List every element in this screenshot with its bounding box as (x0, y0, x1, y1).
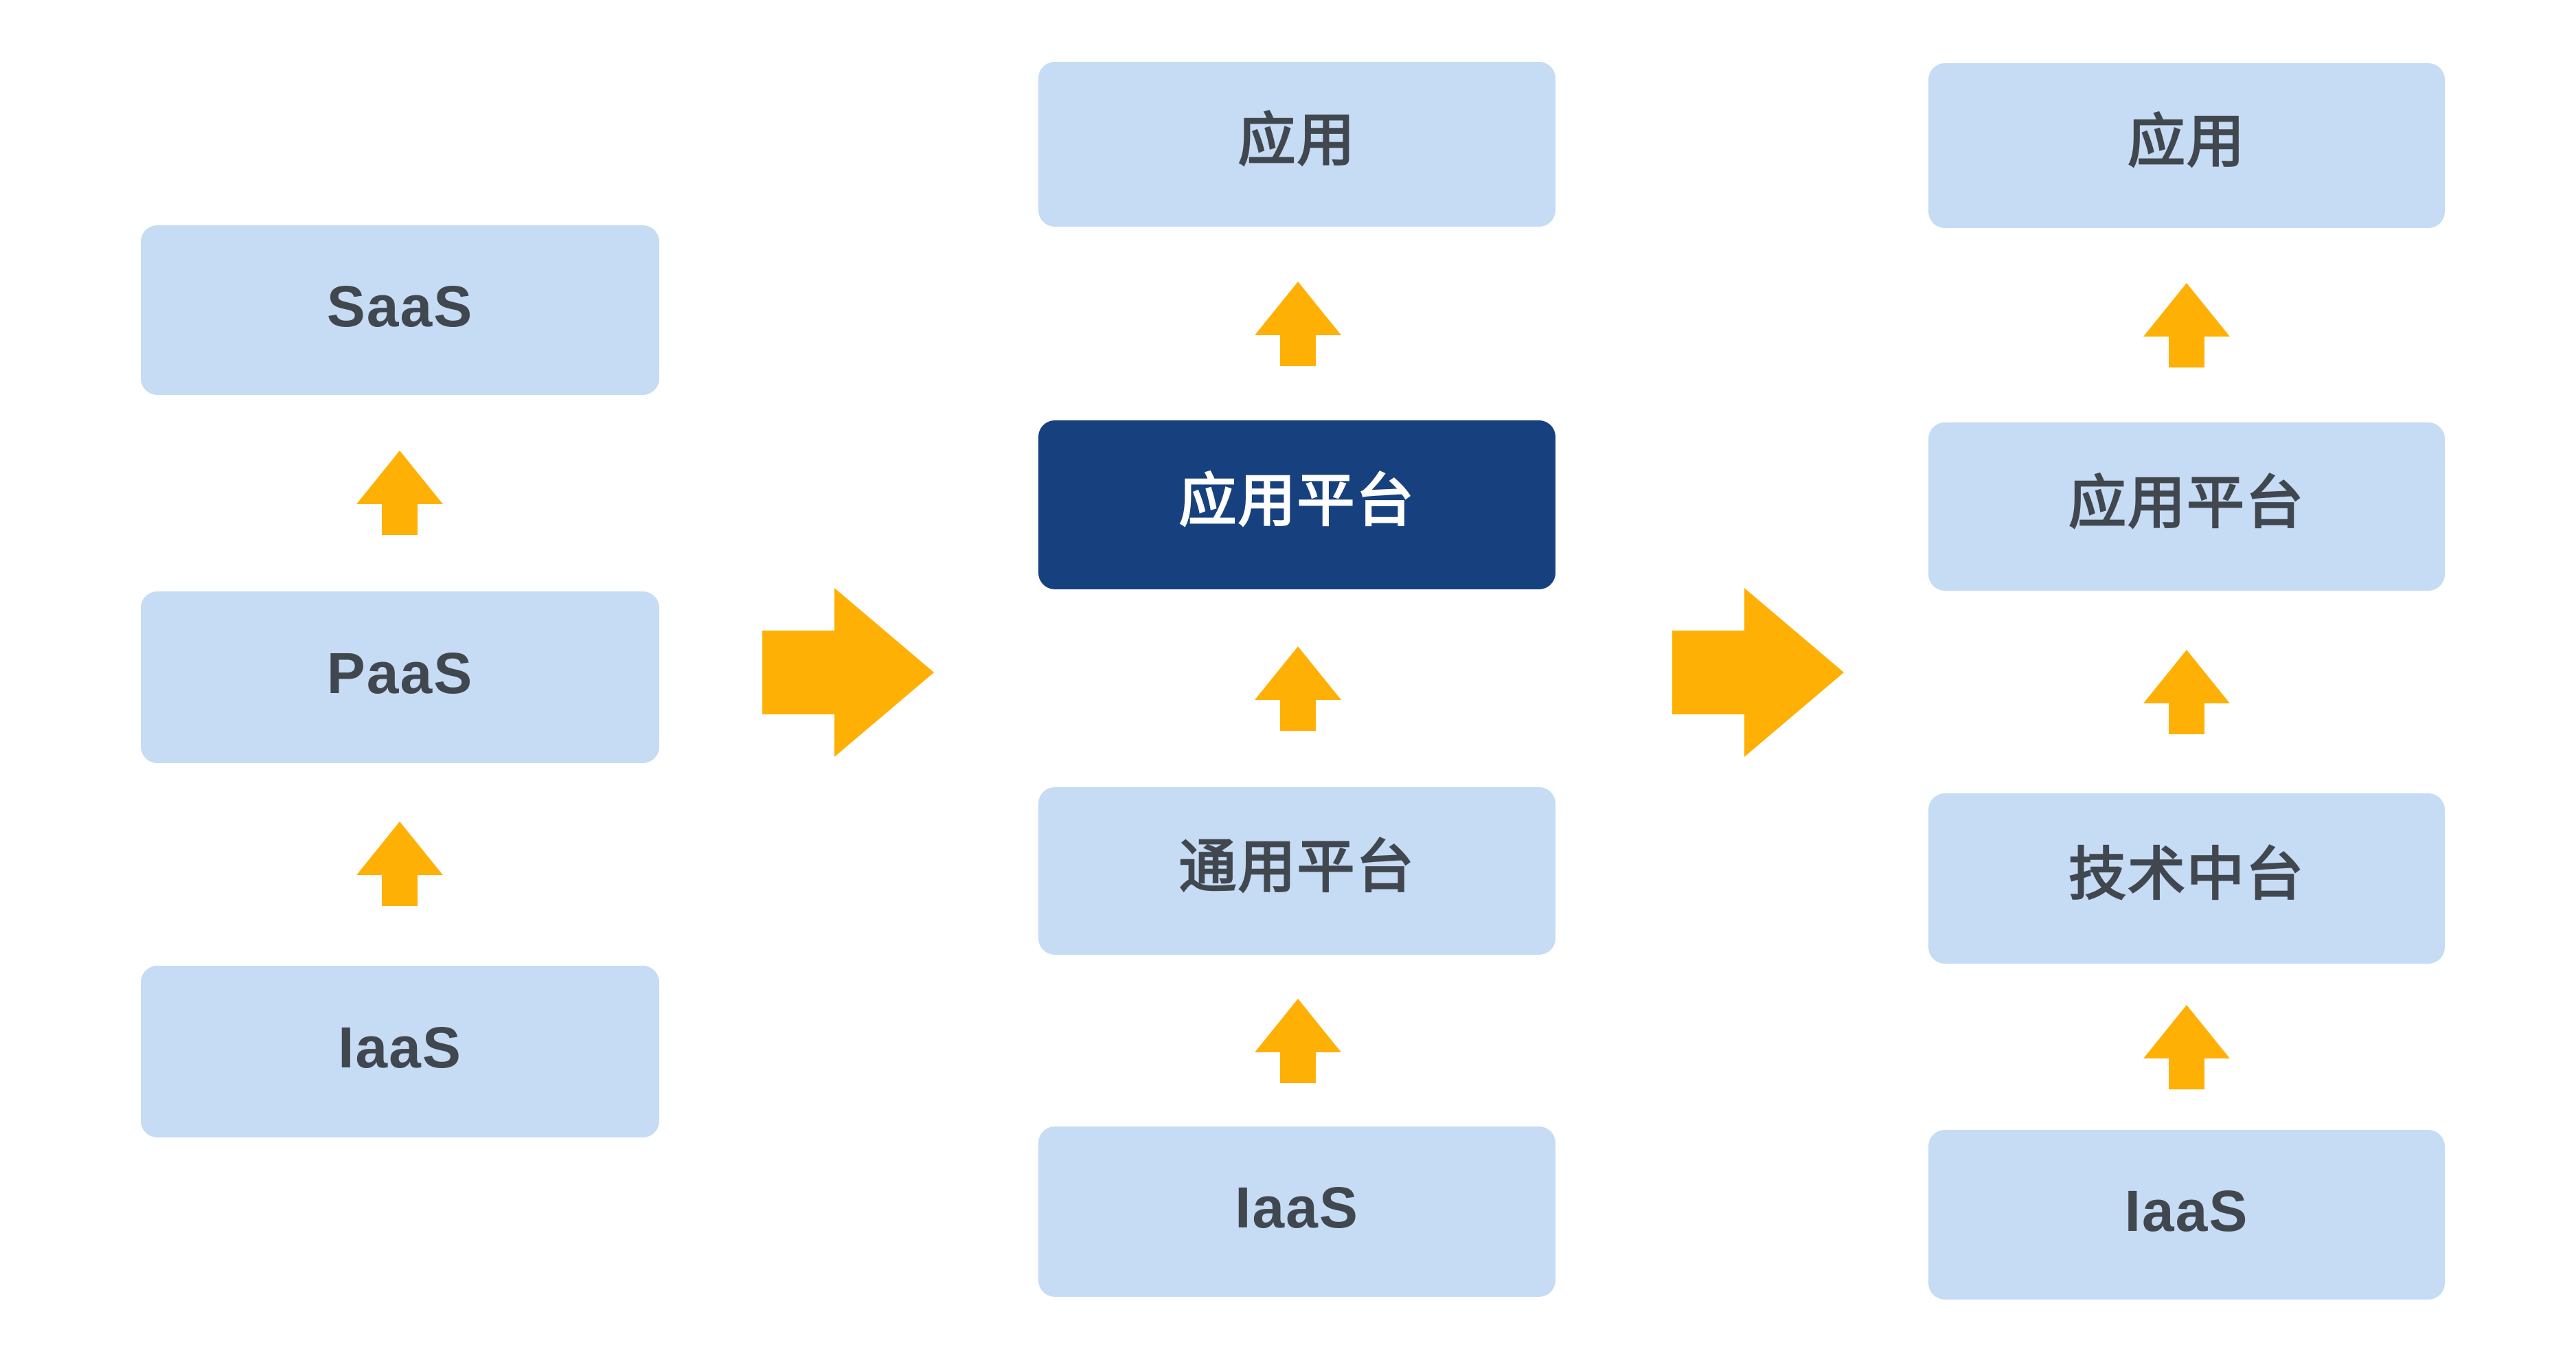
up-arrow-head (356, 821, 443, 875)
box-iaas-left-label: IaaS (338, 1015, 462, 1080)
up-arrow-head (1255, 646, 1341, 700)
up-arrow-head (2143, 650, 2230, 703)
box-application-right: 应用 (1928, 63, 2445, 228)
box-paas-label: PaaS (326, 641, 474, 705)
box-application-mid: 应用 (1038, 62, 1555, 227)
up-arrow-stem (2169, 337, 2204, 367)
box-iaas-mid: IaaS (1038, 1126, 1555, 1297)
up-arrow-stem (382, 504, 418, 535)
right-arrow-head (1744, 588, 1844, 757)
box-paas: PaaS (141, 591, 659, 763)
up-arrow-icon (356, 451, 443, 535)
up-arrow-stem (1280, 335, 1316, 366)
up-arrow-stem (1280, 700, 1316, 731)
box-application-platform-highlight-label: 应用平台 (1178, 468, 1415, 533)
up-arrow-icon (2143, 1005, 2230, 1089)
box-iaas-right: IaaS (1928, 1130, 2445, 1300)
up-arrow-stem (382, 875, 418, 906)
box-tech-middle-platform-label: 技术中台 (2068, 842, 2305, 907)
up-arrow-head (2143, 1005, 2230, 1058)
up-arrow-icon (356, 821, 443, 906)
up-arrow-icon (1255, 646, 1341, 731)
up-arrow-head (356, 451, 443, 504)
box-general-platform: 通用平台 (1038, 787, 1555, 955)
up-arrow-stem (2169, 703, 2204, 734)
box-application-mid-label: 应用 (1238, 108, 1356, 172)
up-arrow-icon (1255, 999, 1341, 1083)
right-arrow-head (834, 588, 934, 757)
right-arrow-tail (762, 631, 835, 714)
up-arrow-icon (2143, 650, 2230, 734)
box-application-platform-right: 应用平台 (1928, 422, 2445, 591)
box-iaas-mid-label: IaaS (1235, 1175, 1359, 1240)
box-general-platform-label: 通用平台 (1178, 835, 1415, 899)
up-arrow-head (2143, 283, 2230, 337)
right-arrow-tail (1672, 631, 1745, 714)
box-saas: SaaS (141, 225, 659, 395)
up-arrow-stem (1280, 1052, 1316, 1083)
box-iaas-right-label: IaaS (2124, 1178, 2249, 1243)
up-arrow-icon (2143, 283, 2230, 367)
up-arrow-stem (2169, 1058, 2204, 1089)
up-arrow-head (1255, 282, 1341, 335)
box-saas-label: SaaS (326, 273, 474, 339)
box-application-platform-highlight: 应用平台 (1038, 420, 1555, 589)
box-application-platform-right-label: 应用平台 (2068, 470, 2305, 535)
right-arrow-icon (1672, 588, 1844, 757)
right-arrow-icon (762, 588, 934, 757)
box-iaas-left: IaaS (141, 966, 659, 1137)
box-tech-middle-platform: 技术中台 (1928, 793, 2445, 964)
box-application-right-label: 应用 (2127, 109, 2246, 174)
up-arrow-icon (1255, 282, 1341, 366)
up-arrow-head (1255, 999, 1341, 1052)
